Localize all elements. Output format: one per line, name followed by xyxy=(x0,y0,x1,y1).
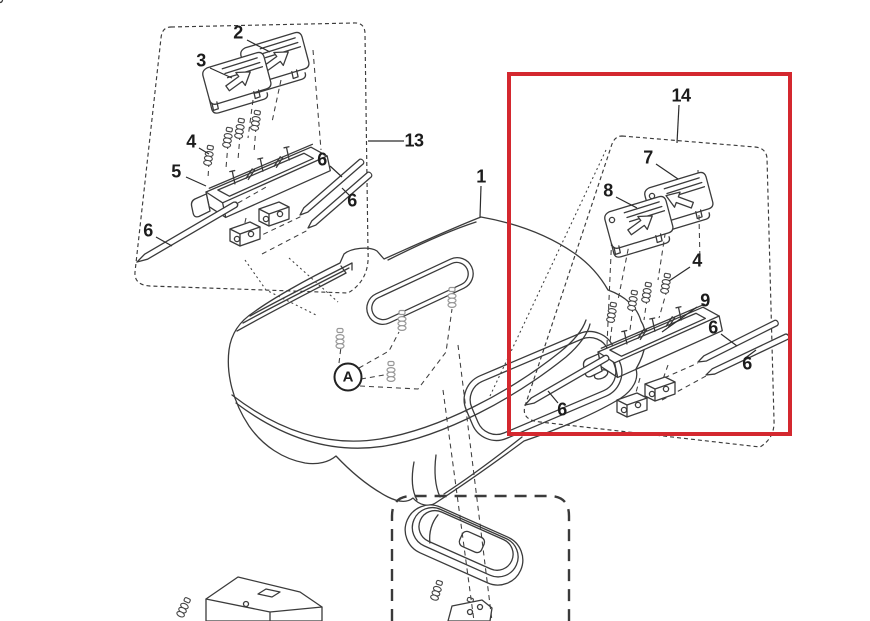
spring-icon xyxy=(249,109,263,132)
bottom-detail-region xyxy=(390,494,571,621)
part-label-part-6-left-c: 6 xyxy=(347,190,357,211)
part-label-part-1: 1 xyxy=(476,166,486,187)
part-label-part-6-right-c: 6 xyxy=(557,399,567,420)
part-label-part-6-left-a: 6 xyxy=(143,220,153,241)
part-label-part-14: 14 xyxy=(671,85,691,106)
spring-icon xyxy=(233,117,247,140)
spring-icon xyxy=(397,309,407,331)
console-handle-slot xyxy=(366,257,474,325)
console-creases xyxy=(411,454,441,501)
spring-icon xyxy=(386,360,396,382)
bracket-block xyxy=(258,201,290,227)
part-label-part-5: 5 xyxy=(171,161,181,182)
console-rail xyxy=(236,262,353,332)
spring-icon-4 xyxy=(202,144,216,167)
bottom-left-part xyxy=(0,0,323,621)
assembly-14 xyxy=(522,135,791,448)
part-label-part-4-left: 4 xyxy=(186,131,196,152)
bottom-bracket-part xyxy=(447,599,493,621)
spring-icon xyxy=(335,327,345,349)
assembly-13 xyxy=(134,22,374,294)
part-label-part-13: 13 xyxy=(404,130,424,151)
part-label-part-9: 9 xyxy=(700,290,710,311)
part-label-part-6-right-a: 6 xyxy=(708,317,718,338)
console-front-band xyxy=(231,319,591,495)
latch-boss xyxy=(608,216,616,224)
spring-icon xyxy=(447,286,457,308)
screw-icon xyxy=(175,596,193,619)
part-label-part-7: 7 xyxy=(643,147,653,168)
part-label-part-6-left-b: 6 xyxy=(317,149,327,170)
highlight-box xyxy=(507,72,792,436)
view-marker-a: A xyxy=(333,362,363,392)
part-label-part-3: 3 xyxy=(196,50,206,71)
spring-icon xyxy=(221,126,235,149)
callout-leaders xyxy=(155,39,757,404)
part-label-part-4-right: 4 xyxy=(692,250,702,271)
part-label-part-2: 2 xyxy=(233,22,243,43)
screw-icon xyxy=(429,579,445,602)
part-label-part-8: 8 xyxy=(603,180,613,201)
part-label-part-6-right-b: 6 xyxy=(742,353,752,374)
bracket-block xyxy=(229,221,261,247)
